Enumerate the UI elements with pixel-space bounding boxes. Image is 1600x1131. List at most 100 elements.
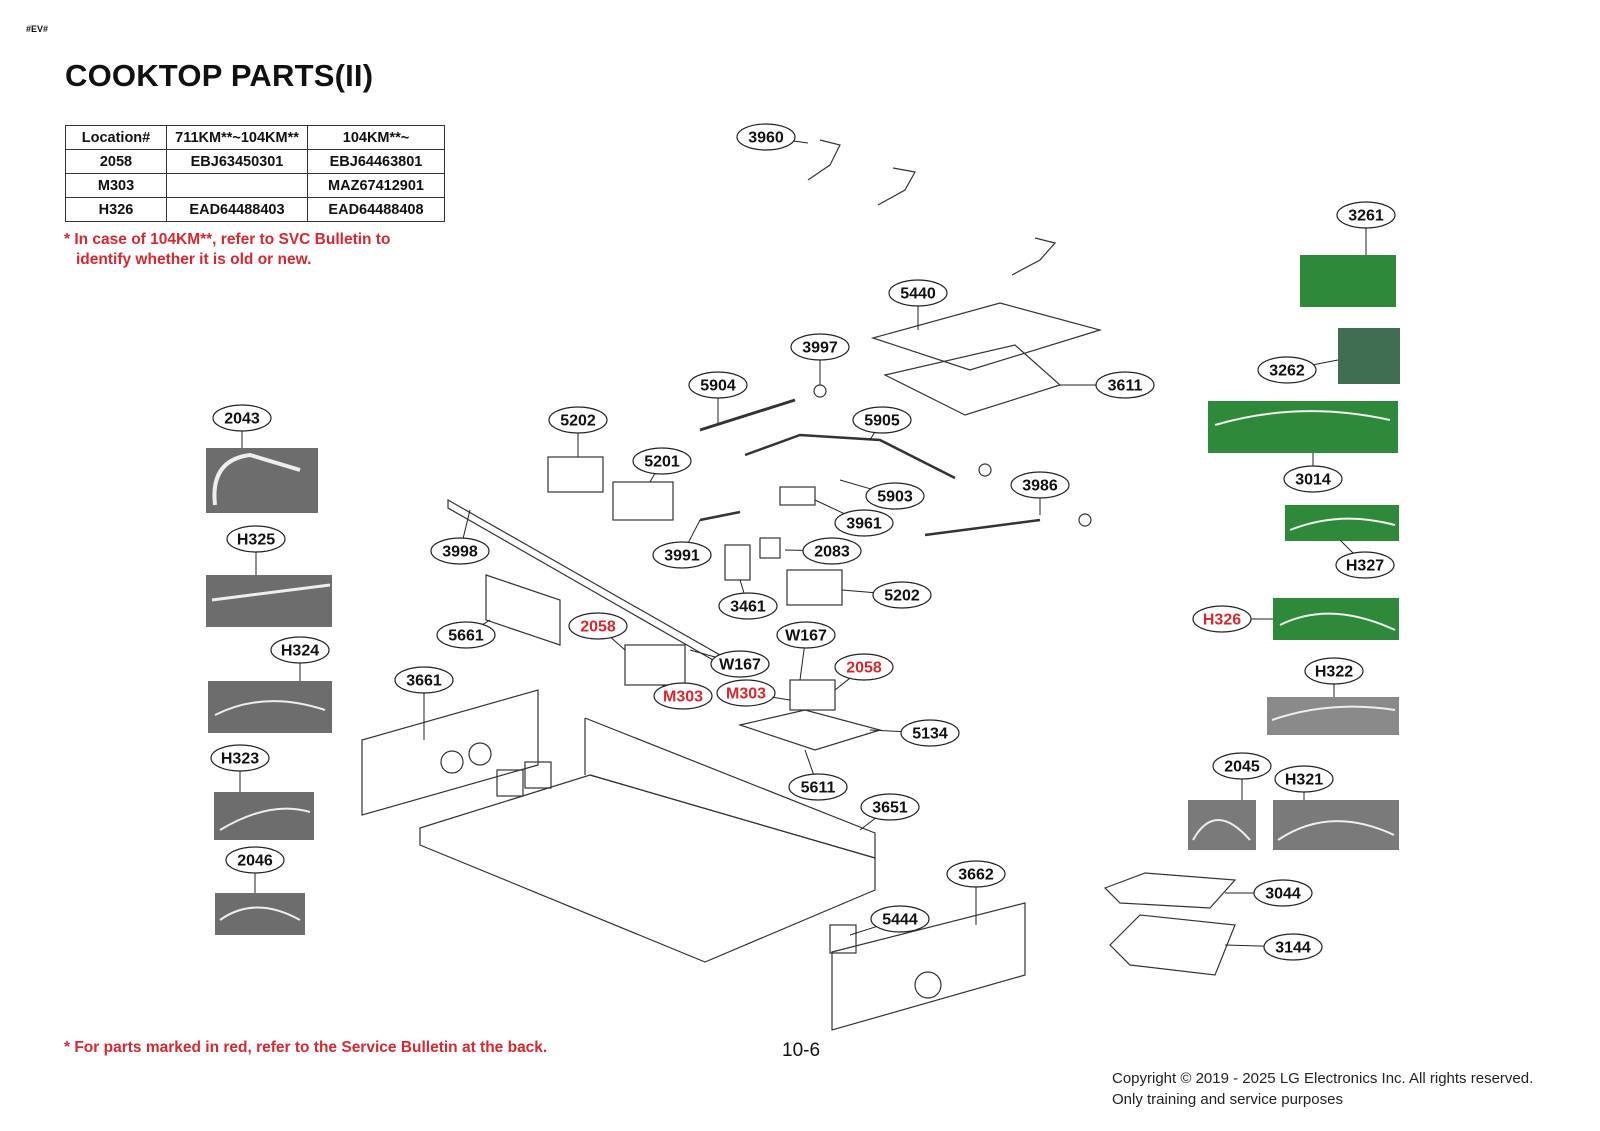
leader-line <box>482 619 491 625</box>
label-text: 3044 <box>1265 886 1301 903</box>
leader-line <box>799 647 805 681</box>
tray-5134 <box>737 709 883 751</box>
tube-3986 <box>924 518 1041 537</box>
label-bubble <box>790 333 850 361</box>
label-text: H325 <box>237 532 275 549</box>
page-tag: #EV# <box>26 24 49 34</box>
rear-panel-3661 <box>361 689 539 816</box>
label-bubble <box>870 905 930 933</box>
label-text: 3960 <box>748 130 784 147</box>
part-2083 <box>759 537 781 559</box>
wire-drawing <box>1277 820 1395 841</box>
part-label-3144: 3144 <box>1263 933 1323 961</box>
fan-left <box>496 769 524 797</box>
wire-drawing <box>219 906 301 921</box>
table-row: 2058 EBJ63450301 EBJ64463801 <box>65 149 445 174</box>
part-label-5611: 5611 <box>788 773 848 801</box>
label-text: H322 <box>1315 664 1353 681</box>
part-label-5201: 5201 <box>632 447 692 475</box>
label-text: W167 <box>719 657 761 674</box>
photo-H323 <box>214 792 314 840</box>
copyright-block: Copyright © 2019 - 2025 LG Electronics I… <box>1112 1068 1533 1110</box>
label-bubble <box>394 666 454 694</box>
page-number: 10-6 <box>782 1040 821 1061</box>
part-label-5661: 5661 <box>436 621 496 649</box>
part-label-3611: 3611 <box>1095 371 1155 399</box>
part-label-5202: 5202 <box>872 581 932 609</box>
burner-valve-5202-top <box>547 456 604 493</box>
page-title: COOKTOP PARTS(II) <box>65 58 374 93</box>
label-text: 5201 <box>644 454 680 471</box>
label-bubble <box>736 123 796 151</box>
label-text: 5611 <box>801 780 836 797</box>
label-text: 3461 <box>730 599 766 616</box>
label-bubble <box>872 581 932 609</box>
label-text: 5904 <box>700 378 736 395</box>
leader-line <box>689 649 716 658</box>
label-bubble <box>1274 765 1334 793</box>
part-label-3998: 3998 <box>430 537 490 565</box>
insulation-3611 <box>883 344 1062 416</box>
part-label-3991: 3991 <box>652 541 712 569</box>
part-label-2046: 2046 <box>225 846 285 874</box>
label-bubble <box>212 404 272 432</box>
label-text: 2043 <box>224 411 260 428</box>
part-label-2043: 2043 <box>212 404 272 432</box>
leader-line <box>1224 944 1265 947</box>
part-label-h323: H323 <box>210 744 270 772</box>
part-label-3661: 3661 <box>394 666 454 694</box>
label-bubble <box>1095 371 1155 399</box>
label-bubble <box>834 509 894 537</box>
wire-drawing <box>1279 612 1396 631</box>
label-text: 3998 <box>442 544 478 561</box>
leader-line <box>610 637 626 651</box>
note-line: identify whether it is old or new. <box>76 251 312 268</box>
label-text: 3661 <box>406 673 442 690</box>
part-label-5440: 5440 <box>888 279 948 307</box>
panel-hole <box>468 742 492 766</box>
label-text: 3014 <box>1295 472 1331 489</box>
label-text: 2046 <box>237 853 273 870</box>
part-label-m303: M303 <box>653 682 713 710</box>
leader-line <box>841 589 874 594</box>
label-bubble <box>652 541 712 569</box>
label-bubble <box>210 744 270 772</box>
label-text: 5905 <box>864 413 900 430</box>
part-label-3262: 3262 <box>1257 356 1317 384</box>
note-version: * In case of 104KM**, refer to SVC Bulle… <box>64 230 390 270</box>
leader-line <box>859 817 876 831</box>
igniter-3960-a <box>807 139 841 181</box>
table-cell: M303 <box>65 173 167 198</box>
panel-hole <box>440 750 464 774</box>
part-photos <box>206 255 1400 935</box>
label-bubble <box>710 650 770 678</box>
label-text: 2045 <box>1224 759 1260 776</box>
part-label-2058: 2058 <box>834 653 894 681</box>
label-bubble <box>900 719 960 747</box>
copyright-line: Copyright © 2019 - 2025 LG Electronics I… <box>1112 1070 1534 1087</box>
label-text: 3144 <box>1275 940 1311 957</box>
label-text: M303 <box>663 689 703 706</box>
tube-5905 <box>744 433 956 480</box>
table-cell: EAD64488408 <box>307 197 445 222</box>
part-label-3044: 3044 <box>1253 879 1313 907</box>
table-cell: 2058 <box>65 149 167 174</box>
photo-H321 <box>1273 800 1399 850</box>
photo-H322 <box>1267 697 1399 735</box>
label-bubble <box>776 621 836 649</box>
location-table: Location# 711KM**~104KM** 104KM**~ 2058 … <box>65 125 445 222</box>
wire-drawing <box>1271 705 1396 721</box>
fitting-nut <box>1078 513 1092 527</box>
label-bubble <box>653 682 713 710</box>
leader-line <box>773 696 791 701</box>
label-bubble <box>860 793 920 821</box>
part-label-5202: 5202 <box>548 406 608 434</box>
part-label-h321: H321 <box>1274 765 1334 793</box>
label-text: H321 <box>1285 772 1323 789</box>
table-row: H326 EAD64488403 EAD64488408 <box>65 197 445 222</box>
part-label-3651: 3651 <box>860 793 920 821</box>
fitting-3997 <box>813 384 827 398</box>
bracket-5661 <box>485 574 561 646</box>
part-label-h324: H324 <box>270 636 330 664</box>
label-text: H323 <box>221 751 259 768</box>
